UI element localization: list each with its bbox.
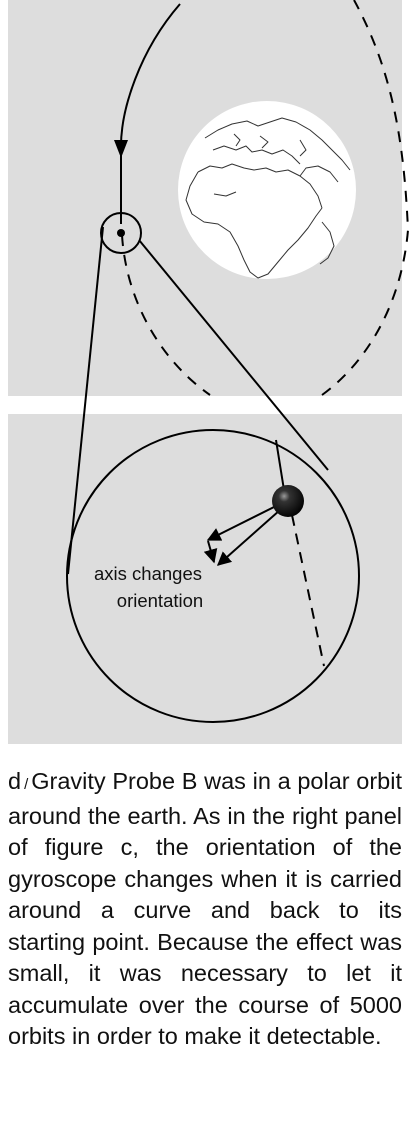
gyroscope-sphere-icon	[272, 485, 304, 517]
gyro-axis-arrow-1	[206, 504, 279, 541]
annotation-line-2: orientation	[117, 590, 203, 611]
earth-globe-icon	[178, 101, 356, 279]
gravity-probe-figure: axis changes orientation	[8, 0, 410, 744]
probe-dot	[117, 229, 125, 237]
zoomed-orbit-solid	[275, 439, 285, 491]
bottom-panel	[8, 414, 402, 744]
probe-magnifier-circle	[100, 212, 142, 254]
orbit-direction-arrow-icon	[114, 140, 128, 158]
zoomed-view-circle	[66, 429, 360, 723]
zoom-line-left	[67, 226, 104, 575]
gyro-axis-arrow-2	[216, 509, 281, 566]
caption-text: Gravity Probe B was in a polar orbit aro…	[8, 768, 402, 1049]
caption-letter: d	[8, 768, 22, 794]
orbit-dashed-path	[121, 0, 410, 396]
figure-caption: d/Gravity Probe B was in a polar orbit a…	[8, 766, 402, 1053]
caption-separator: /	[24, 776, 29, 793]
zoomed-orbit-dashed	[291, 514, 325, 667]
orientation-change-arrow	[203, 540, 218, 564]
zoom-line-right	[138, 239, 329, 471]
annotation-line-1: axis changes	[94, 563, 202, 584]
